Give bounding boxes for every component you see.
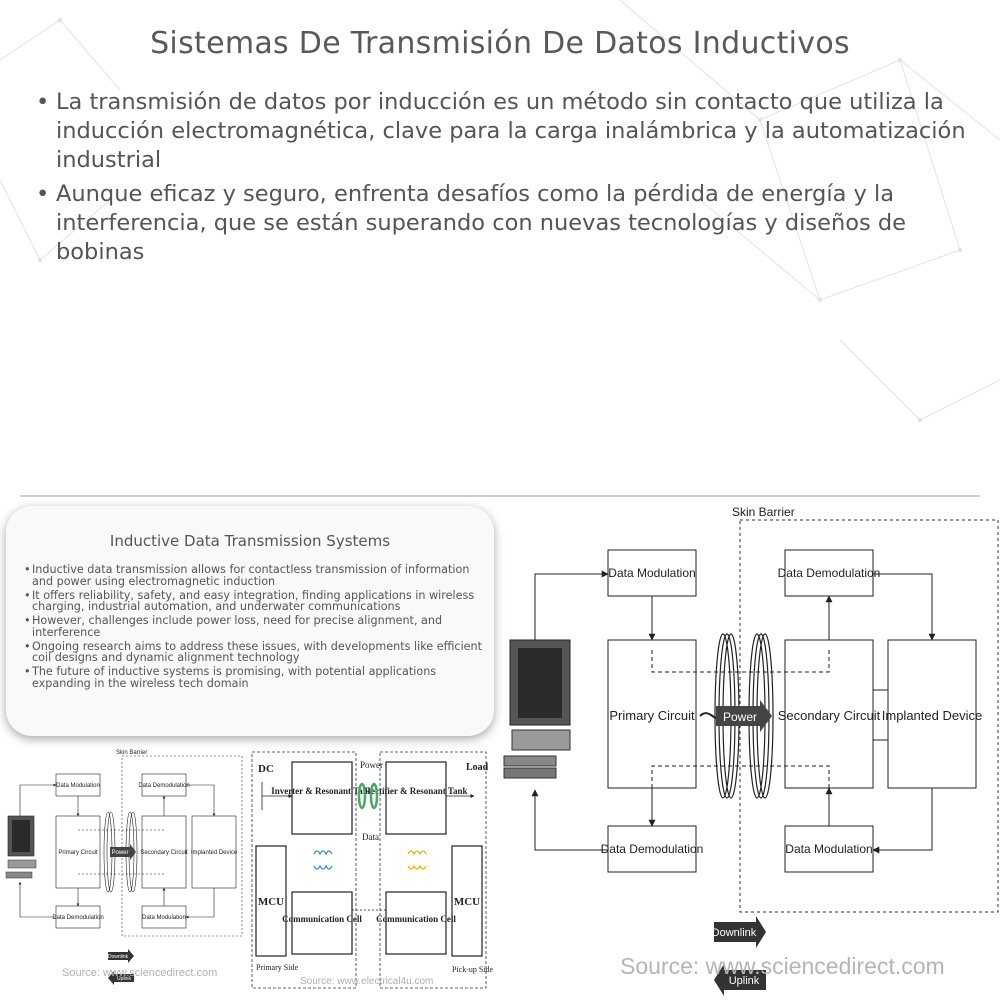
- power-label: Power: [360, 760, 383, 770]
- coil-green-icon: [357, 782, 379, 810]
- secondary-circuit-label: Secondary Circuit: [140, 850, 188, 856]
- inner-slide-title: Inductive Data Transmission Systems: [109, 532, 391, 550]
- comm-left-label: Communication Cell: [282, 914, 362, 924]
- skin-barrier-label: Skin Barrier: [116, 750, 147, 756]
- uplink-label: Uplink: [729, 975, 760, 987]
- primary-side-label: Primary Side: [256, 963, 298, 972]
- inner-bullet-item: Ongoing research aims to address these i…: [24, 640, 484, 664]
- power-arrow: [716, 700, 772, 732]
- data-modulation-bottom-label: Data Modulation: [142, 915, 186, 921]
- circuit-diagram: DC Power Load Inverter & Resonant Tank R…: [248, 742, 494, 994]
- inner-bullet-item: Inductive data transmission allows for c…: [24, 564, 484, 587]
- power-label: Power: [723, 710, 757, 724]
- power-label: Power: [111, 850, 128, 856]
- coil-blue-icon: [313, 850, 333, 870]
- data-demodulation-bottom-box: [607, 825, 697, 873]
- skin-barrier-label: Skin Barrier: [732, 505, 795, 519]
- bullet-item: Aunque eficaz y seguro, enfrenta desafío…: [36, 180, 966, 267]
- data-label: Data: [362, 832, 379, 842]
- pickup-side-label: Pick-up Side: [452, 965, 494, 974]
- load-label: Load: [466, 762, 489, 773]
- uplink-arrow: [714, 964, 766, 996]
- inner-slide-bullets: Inductive data transmission allows for c…: [24, 564, 484, 692]
- downlink-label: Downlink: [108, 954, 129, 960]
- data-modulation-label: Data Modulation: [56, 783, 100, 789]
- implanted-device-label: Implanted Device: [191, 850, 238, 856]
- large-block-diagram: Skin Barrier Data Modulation Data Demodu…: [500, 504, 1000, 996]
- data-modulation-box: [607, 549, 697, 597]
- implanted-device-box: [887, 639, 977, 789]
- primary-circuit-label: Primary Circuit: [58, 850, 98, 856]
- data-demodulation-top-label: Data Demodulation: [138, 783, 189, 789]
- source-label: Source: www.sciencedirect.com: [620, 953, 945, 979]
- mcu-left-label: MCU: [258, 896, 284, 908]
- image-collage: Skin Barrier Data Modulation Data Demodu…: [0, 490, 1000, 1000]
- source-label: Source: www.sciencedirect.com: [62, 967, 217, 979]
- downlink-label: Downlink: [712, 927, 757, 939]
- data-modulation-bottom-box: [784, 825, 874, 873]
- inner-slide-card: Inductive Data Transmission Systems Indu…: [6, 506, 494, 736]
- mcu-right-label: MCU: [454, 896, 480, 908]
- computer-icon: [503, 639, 571, 779]
- bullet-list: La transmisión de datos por inducción es…: [36, 88, 966, 272]
- inner-bullet-item: It offers reliability, safety, and easy …: [24, 589, 484, 613]
- rectifier-label: Rectifier & Resonant Tank: [364, 786, 467, 796]
- dc-label: DC: [258, 763, 274, 775]
- small-block-diagram: Skin Barrier Data Modulation Data Demodu…: [4, 742, 244, 994]
- data-demodulation-top-label: Data Demodulation: [778, 566, 881, 580]
- comm-right-label: Communication Cell: [376, 914, 456, 924]
- inner-bullet-item: The future of inductive systems is promi…: [24, 666, 484, 689]
- data-demodulation-top-box: [784, 549, 874, 597]
- inverter-label: Inverter & Resonant Tank: [271, 786, 373, 796]
- data-demodulation-bottom-label: Data Demodulation: [52, 915, 103, 921]
- data-modulation-bottom-label: Data Modulation: [785, 842, 872, 856]
- implanted-device-label: Implanted Device: [882, 708, 982, 723]
- page-title: Sistemas De Transmisión De Datos Inducti…: [150, 26, 850, 61]
- inner-bullet-item: However, challenges include power loss, …: [24, 615, 484, 638]
- downlink-arrow: [714, 916, 766, 948]
- data-demodulation-bottom-label: Data Demodulation: [601, 842, 704, 856]
- coil-yellow-icon: [407, 850, 427, 870]
- data-modulation-label: Data Modulation: [608, 566, 695, 580]
- secondary-circuit-label: Secondary Circuit: [778, 708, 881, 723]
- source-label: Source: www.electrical4u.com: [300, 976, 433, 987]
- primary-circuit-label: Primary Circuit: [609, 708, 695, 723]
- computer-icon: [5, 815, 37, 879]
- bullet-item: La transmisión de datos por inducción es…: [36, 88, 966, 175]
- uplink-label: Uplink: [117, 976, 131, 982]
